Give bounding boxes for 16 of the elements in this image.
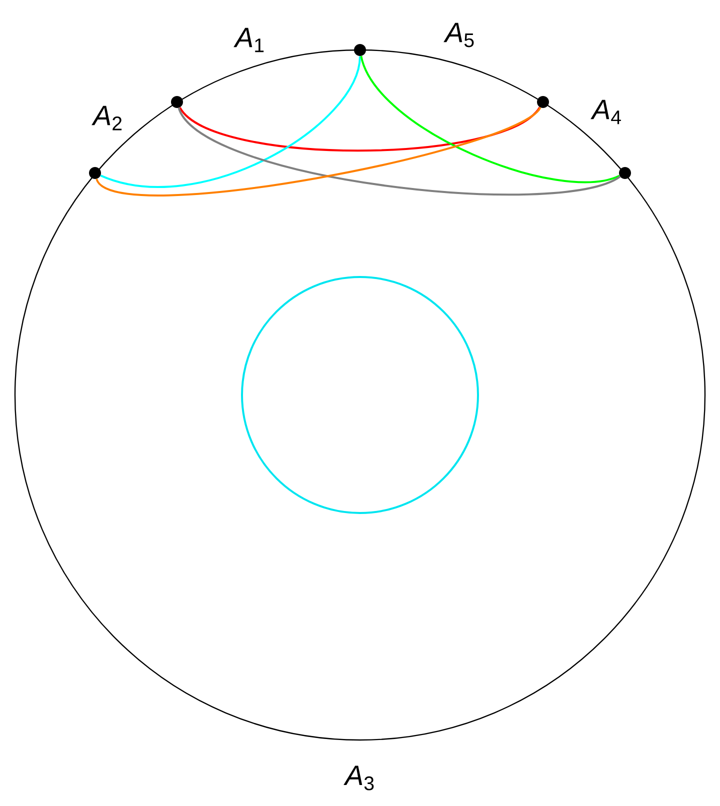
- inner-circle: [241, 276, 479, 514]
- arc-label: A$_{3}$: [344, 766, 374, 790]
- point-marker: [619, 167, 631, 179]
- arc-label: A$_{2}$: [92, 106, 122, 130]
- point-marker: [89, 167, 101, 179]
- arc-label: A$_{5}$: [444, 22, 474, 48]
- point-marker: [171, 96, 183, 108]
- point-marker: [537, 96, 549, 108]
- curve: [178, 107, 620, 196]
- arc-label: A$_{4}$: [590, 100, 621, 124]
- arc-label: A$_{1}$: [234, 28, 264, 52]
- curve: [100, 56, 361, 188]
- curve: [360, 56, 620, 184]
- curve: [179, 106, 540, 152]
- curve: [96, 106, 541, 196]
- point-marker: [354, 44, 366, 56]
